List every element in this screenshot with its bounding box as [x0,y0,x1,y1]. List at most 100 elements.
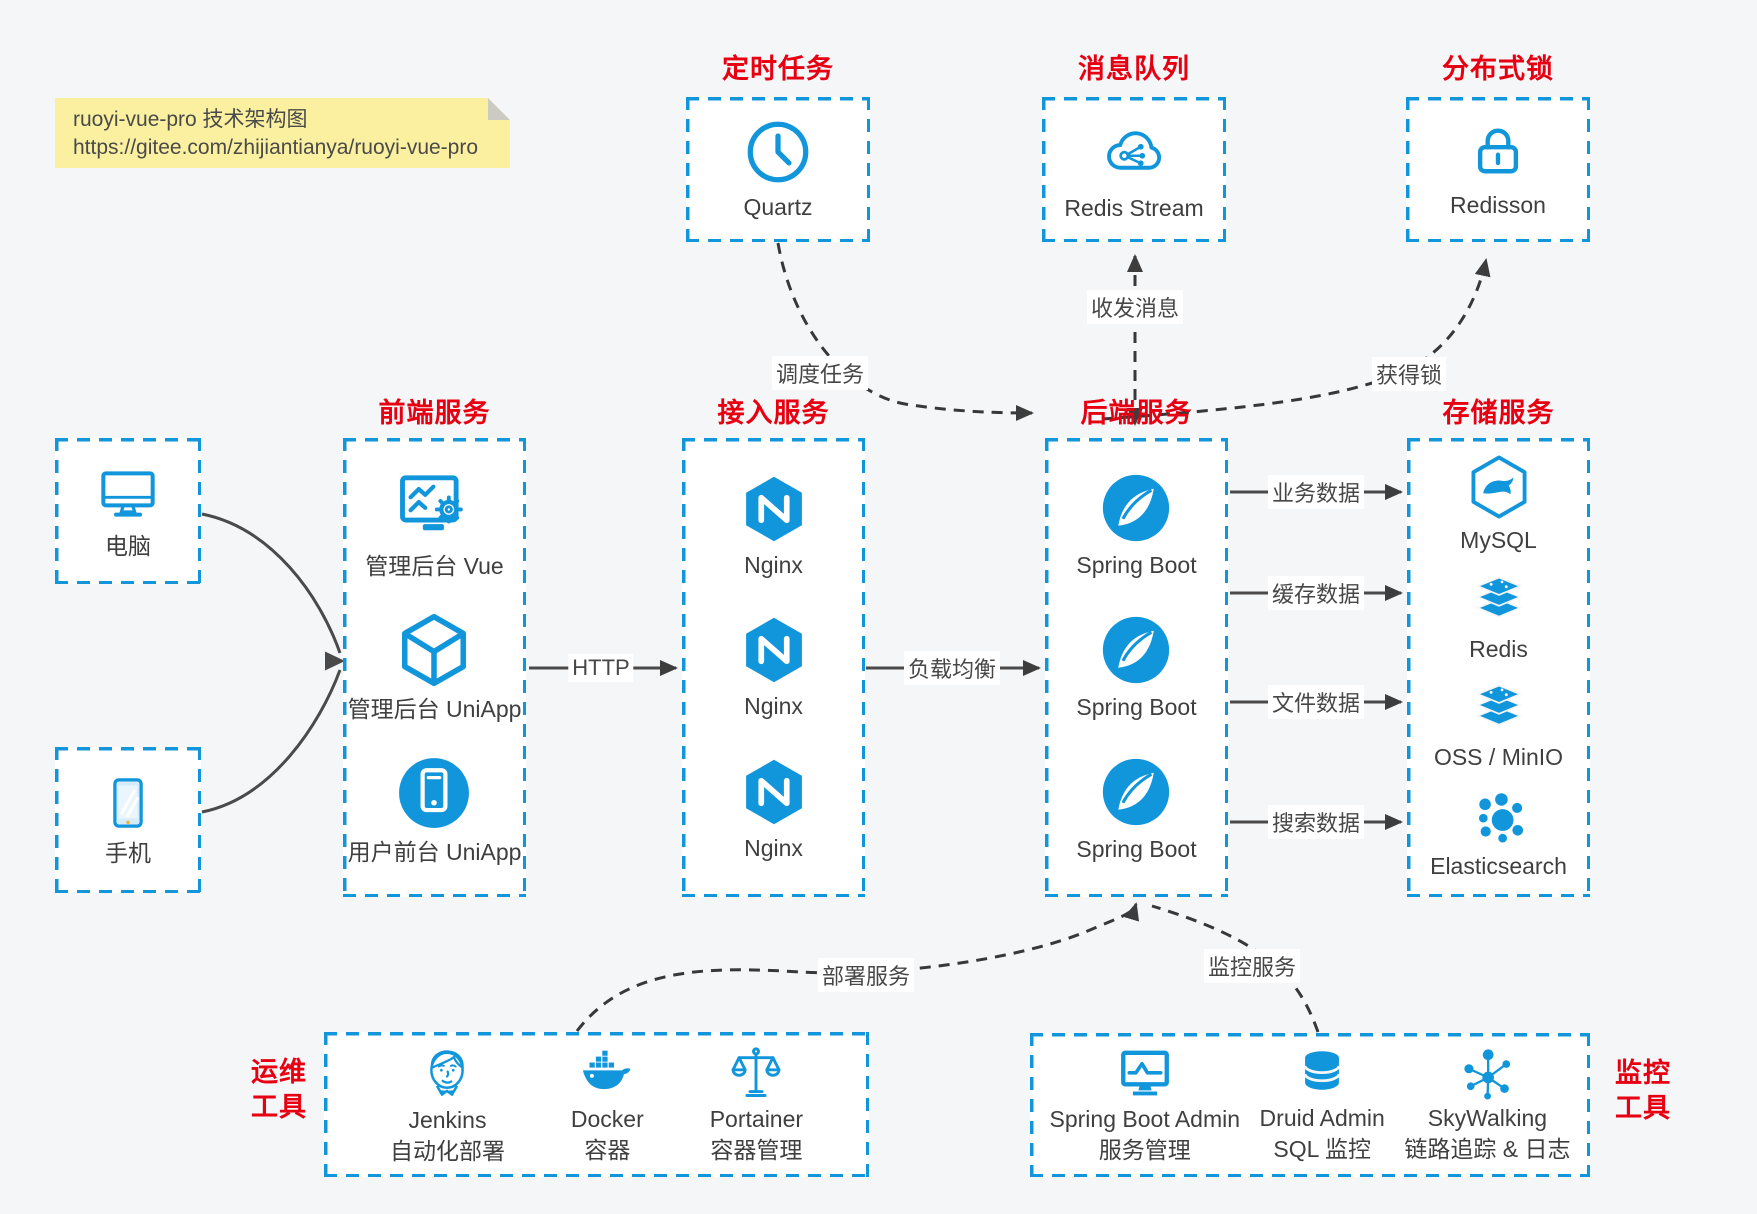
node-sublabel: 链路追踪 & 日志 [1404,1136,1571,1162]
edge-label-monitor-service: 监控服务 [1203,949,1301,983]
frontend-services-box: 管理后台 Vue 管理后台 UniApp 用户前台 UniApp [343,438,526,897]
nginx-icon [738,756,810,828]
ops-tools-title: 运维 工具 [240,1055,318,1125]
node-label: Redis [1469,635,1528,662]
node-mobile: 手机 [55,747,201,893]
edge-phone-to-frontend [201,669,342,814]
elasticsearch-icon [1470,788,1528,846]
node-label: Jenkins [408,1106,487,1133]
node-admin-vue: 管理后台 Vue [365,468,504,581]
node-label: Nginx [744,693,803,719]
network-hub-icon [1459,1046,1515,1102]
edge-label-send-receive-message: 收发消息 [1086,290,1184,324]
ops-tools-box: Jenkins 自动化部署 Docker 容器 Portainer 容器管理 [324,1032,869,1177]
spring-boot-icon [1099,755,1173,829]
node-sublabel: 容器管理 [710,1136,803,1163]
monitoring-title-line1: 监控 [1615,1058,1671,1088]
node-nginx-2: Nginx [738,614,810,721]
backend-services-box: Spring Boot Spring Boot Spring Boot [1045,438,1228,897]
node-user-uniapp: 用户前台 UniApp [347,754,522,867]
node-label: OSS / MinIO [1433,744,1564,771]
message-cloud-icon [1096,116,1172,188]
node-docker: Docker 容器 [571,1045,644,1165]
note-url: https://gitee.com/zhijiantianya/ruoyi-vu… [73,136,479,159]
edge-label-deploy-service: 部署服务 [817,958,915,992]
node-label: 用户前台 UniApp [347,839,522,865]
docker-whale-icon [576,1045,638,1103]
node-nginx-3: Nginx [738,756,810,863]
note-title: ruoyi-vue-pro 技术架构图 [73,108,308,131]
monitoring-tools-box: Spring Boot Admin 服务管理 Druid Admin SQL 监… [1030,1033,1590,1177]
uniapp-cube-icon [395,611,473,689]
spring-boot-icon [1099,613,1173,687]
node-redisson: Redisson [1406,97,1590,242]
node-redis-stream: Redis Stream [1042,97,1226,242]
node-druid-admin: Druid Admin SQL 监控 [1260,1046,1385,1164]
edge-label-load-balance: 负载均衡 [903,651,1001,685]
node-portainer: Portainer 容器管理 [710,1045,803,1165]
mobile-item: 手机 [98,773,158,868]
jenkins-icon [417,1044,477,1104]
node-label: MySQL [1460,526,1537,553]
node-skywalking: SkyWalking 链路追踪 & 日志 [1404,1046,1570,1164]
node-label: 管理后台 UniApp [347,696,522,722]
sticky-note: ruoyi-vue-pro 技术架构图 https://gitee.com/zh… [55,98,510,168]
group-title-backend: 后端服务 [1080,398,1193,428]
node-spring-boot-3: Spring Boot [1076,755,1197,864]
node-label: 电脑 [105,532,151,559]
node-oss-minio: OSS / MinIO [1434,679,1563,772]
edge-label-search-data: 搜索数据 [1267,805,1365,839]
node-label: Quartz [743,194,813,220]
admin-vue-icon [393,468,477,546]
oss-minio-stack-icon [1468,679,1530,737]
group-title-access: 接入服务 [717,398,830,428]
node-label: 管理后台 Vue [365,553,504,579]
group-title-message-queue: 消息队列 [1078,54,1190,84]
node-label: Redisson [1450,192,1546,218]
node-nginx-1: Nginx [738,473,810,580]
group-title-scheduled-tasks: 定时任务 [722,54,834,84]
node-label: Elasticsearch [1430,853,1567,880]
quartz-item: Quartz [743,117,813,222]
node-label: 手机 [105,839,151,866]
node-label: Spring Boot [1076,694,1197,720]
node-label: Spring Boot Admin [1049,1106,1241,1132]
edge-clients-arrowhead [325,651,345,671]
monitoring-tools-title: 监控 工具 [1601,1056,1685,1126]
pc-item: 电脑 [96,462,160,561]
redis-stack-icon [1468,571,1530,629]
node-pc: 电脑 [55,438,201,584]
edge-pc-to-frontend [201,512,342,654]
redis-stream-item: Redis Stream [1064,116,1204,223]
desktop-icon [96,462,160,526]
portainer-scales-icon [727,1045,785,1103]
edge-label-business-data: 业务数据 [1267,475,1365,509]
node-sublabel: 自动化部署 [389,1137,505,1164]
node-jenkins: Jenkins 自动化部署 [390,1044,505,1166]
node-label: Nginx [744,834,803,861]
edge-label-http: HTTP [568,654,634,682]
nginx-icon [738,614,810,686]
smartphone-icon [98,773,158,833]
node-redis: Redis [1468,571,1530,664]
group-title-frontend: 前端服务 [378,398,491,428]
node-quartz: Quartz [686,97,870,242]
edge-label-acquire-lock: 获得锁 [1371,357,1447,391]
node-sublabel: 容器 [584,1136,631,1163]
node-sublabel: 服务管理 [1098,1137,1191,1163]
node-sublabel: SQL 监控 [1273,1136,1371,1162]
mobile-app-icon [395,754,473,832]
edge-label-schedule-job: 调度任务 [771,356,869,390]
node-label: Docker [570,1105,644,1132]
redisson-item: Redisson [1450,119,1546,220]
node-spring-boot-2: Spring Boot [1076,613,1197,722]
monitoring-title-line2: 工具 [1615,1093,1671,1123]
node-admin-uniapp: 管理后台 UniApp [347,611,522,724]
access-services-box: Nginx Nginx Nginx [682,438,865,897]
mysql-icon [1466,454,1532,520]
storage-services-box: MySQL Redis OSS / MinIO Elasticsearch [1407,438,1590,897]
node-elasticsearch: Elasticsearch [1430,788,1567,881]
spring-boot-icon [1099,471,1173,545]
lock-icon [1465,119,1531,185]
